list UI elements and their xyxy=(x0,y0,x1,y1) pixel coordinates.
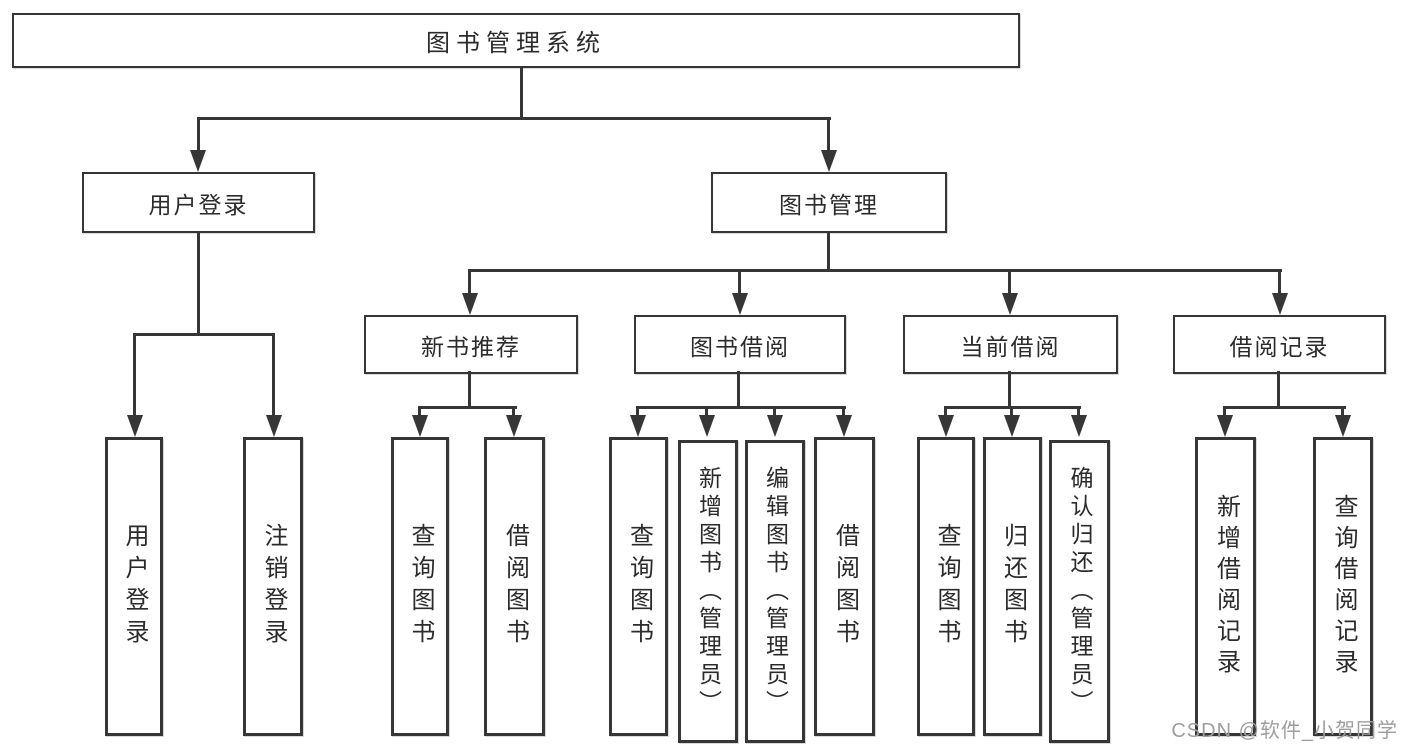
connector-hline xyxy=(418,406,517,409)
connector-vline xyxy=(842,406,845,417)
arrowhead-down-icon xyxy=(836,415,852,437)
connector-vline xyxy=(272,333,275,417)
connector-hline xyxy=(133,333,275,336)
connector-hline xyxy=(468,269,1282,272)
leaf-query-books-current: 查询图书 xyxy=(917,437,975,736)
node-user-login-branch: 用户登录 xyxy=(82,172,315,233)
connector-vline xyxy=(468,269,471,295)
connector-vline xyxy=(773,406,776,417)
connector-vline xyxy=(468,371,471,409)
connector-vline xyxy=(1223,406,1226,417)
connector-hline xyxy=(636,406,846,409)
connector-vline xyxy=(705,406,708,417)
node-root-library-system: 图书管理系统 xyxy=(12,13,1020,68)
arrowhead-down-icon xyxy=(821,150,837,172)
leaf-add-books-admin: 新增图书（管理员） xyxy=(678,440,738,743)
connector-vline xyxy=(1341,406,1344,417)
connector-vline xyxy=(1008,371,1011,409)
connector-vline xyxy=(520,66,523,119)
leaf-edit-books-admin: 编辑图书（管理员） xyxy=(745,440,805,743)
node-current-borrowing: 当前借阅 xyxy=(903,315,1118,374)
leaf-query-books-recommend: 查询图书 xyxy=(391,437,449,736)
arrowhead-down-icon xyxy=(506,415,522,437)
connector-vline xyxy=(1010,406,1013,417)
arrowhead-down-icon xyxy=(938,415,954,437)
arrowhead-down-icon xyxy=(1002,293,1018,315)
arrowhead-down-icon xyxy=(1272,293,1288,315)
connector-vline xyxy=(827,231,830,272)
connector-hline xyxy=(197,117,831,120)
connector-vline xyxy=(636,406,639,417)
connector-vline xyxy=(1277,371,1280,409)
leaf-borrow-books: 借阅图书 xyxy=(814,437,875,736)
leaf-logout: 注销登录 xyxy=(243,437,303,736)
connector-vline xyxy=(418,406,421,417)
connector-vline xyxy=(737,371,740,409)
leaf-add-borrow-record: 新增借阅记录 xyxy=(1195,437,1256,736)
connector-vline xyxy=(512,406,515,417)
connector-vline xyxy=(133,333,136,417)
node-new-book-recommend: 新书推荐 xyxy=(364,315,578,374)
leaf-return-books: 归还图书 xyxy=(983,437,1042,736)
arrowhead-down-icon xyxy=(630,415,646,437)
watermark-text: CSDN @软件_小贺同学 xyxy=(1171,720,1398,742)
node-book-management-branch: 图书管理 xyxy=(711,172,947,233)
arrowhead-down-icon xyxy=(266,415,282,437)
arrowhead-down-icon xyxy=(1071,415,1087,437)
arrowhead-down-icon xyxy=(1217,415,1233,437)
arrowhead-down-icon xyxy=(732,293,748,315)
node-book-borrowing: 图书借阅 xyxy=(634,315,846,374)
arrowhead-down-icon xyxy=(462,293,478,315)
arrowhead-down-icon xyxy=(1335,415,1351,437)
connector-vline xyxy=(827,117,830,153)
leaf-user-login: 用户登录 xyxy=(105,437,163,736)
connector-vline xyxy=(197,117,200,153)
leaf-confirm-return-admin: 确认归还（管理员） xyxy=(1049,440,1110,743)
leaf-borrow-books-recommend: 借阅图书 xyxy=(484,437,545,736)
connector-hline xyxy=(1223,406,1346,409)
connector-vline xyxy=(738,269,741,295)
leaf-query-borrow-record: 查询借阅记录 xyxy=(1313,437,1373,736)
arrowhead-down-icon xyxy=(1004,415,1020,437)
arrowhead-down-icon xyxy=(127,415,143,437)
connector-vline xyxy=(197,231,200,335)
arrowhead-down-icon xyxy=(699,415,715,437)
connector-vline xyxy=(944,406,947,417)
leaf-query-books-borrowing: 查询图书 xyxy=(609,437,668,736)
node-borrowing-records: 借阅记录 xyxy=(1173,315,1386,374)
connector-vline xyxy=(1077,406,1080,417)
arrowhead-down-icon xyxy=(190,150,206,172)
connector-vline xyxy=(1008,269,1011,295)
arrowhead-down-icon xyxy=(412,415,428,437)
connector-vline xyxy=(1278,269,1281,295)
arrowhead-down-icon xyxy=(767,415,783,437)
